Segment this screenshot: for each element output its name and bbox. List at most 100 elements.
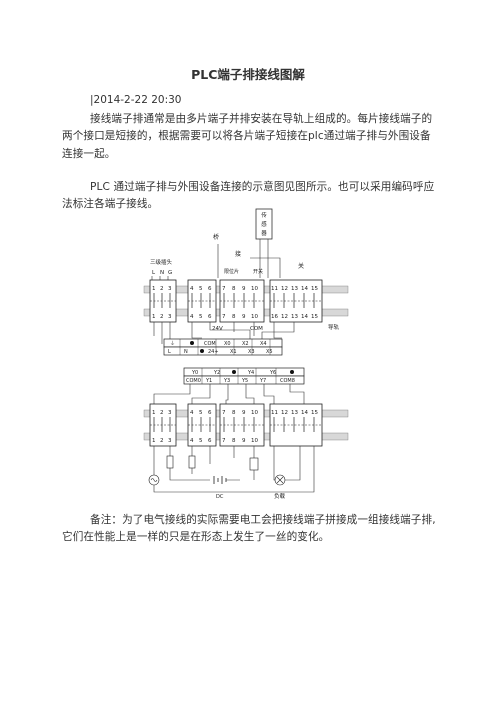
svg-text:9: 9 [242, 410, 246, 416]
svg-text:14: 14 [301, 410, 308, 416]
label-24v: 24V [212, 326, 223, 332]
label-switch: 开关 [253, 268, 263, 275]
svg-text:3: 3 [168, 438, 172, 444]
svg-text:9: 9 [242, 314, 246, 320]
post-timestamp: |2014-2-22 20:30 [90, 94, 182, 106]
svg-text:1: 1 [152, 286, 156, 292]
plc-ground-icon: ⏚ [170, 340, 175, 347]
svg-text:Y4: Y4 [247, 370, 254, 376]
svg-text:8: 8 [232, 410, 236, 416]
paragraph-note: 备注：为了电气接线的实际需要电工会把接线端子拼接成一组接线端子排,它们在性能上是… [62, 514, 436, 544]
label-l: L [152, 270, 156, 276]
paragraph-intro: 接线端子排通常是由多片端子并排安装在导轨上组成的。每片接线端子的两个接口是短接的… [62, 113, 433, 160]
svg-text:6: 6 [208, 438, 212, 444]
resistor-icon [166, 455, 174, 469]
svg-text:10: 10 [251, 438, 258, 444]
svg-text:7: 7 [222, 286, 226, 292]
svg-text:L: L [168, 349, 171, 355]
svg-text:10: 10 [251, 410, 258, 416]
svg-text:13: 13 [291, 286, 298, 292]
svg-text:1: 1 [152, 314, 156, 320]
svg-text:Y1: Y1 [205, 378, 212, 384]
svg-text:15: 15 [311, 410, 318, 416]
svg-text:3: 3 [168, 410, 172, 416]
sensor-label-2: 感 [261, 220, 267, 228]
svg-text:10: 10 [251, 314, 258, 320]
svg-text:1: 1 [152, 410, 156, 416]
svg-text:2: 2 [160, 438, 164, 444]
plc-input-terminals: ⏚ COM X0 X2 X4 L N 24+ X1 X3 X5 [163, 338, 283, 356]
svg-text:4: 4 [190, 438, 194, 444]
svg-text:15: 15 [311, 286, 318, 292]
svg-text:N: N [184, 349, 188, 355]
page-title: PLC端子排接线图解 [191, 67, 305, 82]
label-g: G [168, 270, 172, 276]
svg-text:Y5: Y5 [241, 378, 248, 384]
label-qiao: 桥 [213, 233, 219, 241]
svg-text:13: 13 [291, 314, 298, 320]
battery-icon [213, 476, 227, 484]
sensor-label-1: 传 [261, 211, 267, 219]
svg-text:Y3: Y3 [223, 378, 230, 384]
label-load: 负载 [274, 492, 286, 500]
svg-text:2: 2 [160, 314, 164, 320]
svg-text:Y6: Y6 [269, 370, 276, 376]
label-dc: DC [216, 494, 224, 500]
relay-icon [249, 457, 259, 471]
svg-text:4: 4 [190, 410, 194, 416]
svg-text:14: 14 [301, 286, 308, 292]
svg-text:9: 9 [242, 286, 246, 292]
svg-text:X0: X0 [224, 341, 231, 347]
svg-text:4: 4 [190, 314, 194, 320]
svg-text:7: 7 [222, 410, 226, 416]
svg-text:15: 15 [311, 314, 318, 320]
svg-text:6: 6 [208, 286, 212, 292]
svg-text:3: 3 [168, 286, 172, 292]
svg-text:1: 1 [152, 438, 156, 444]
svg-text:Y0: Y0 [191, 370, 198, 376]
svg-text:COM0: COM0 [186, 378, 201, 384]
svg-text:COM: COM [204, 341, 216, 347]
sensor-label-3: 器 [261, 230, 267, 237]
label-plug: 三级插头 [150, 258, 173, 266]
svg-text:10: 10 [251, 286, 258, 292]
load-circuit: DC 负载 [148, 446, 315, 500]
svg-text:4: 4 [190, 286, 194, 292]
svg-text:11: 11 [271, 286, 278, 292]
svg-text:X3: X3 [248, 349, 255, 355]
svg-text:11: 11 [271, 410, 278, 416]
label-com-top: COM [250, 326, 263, 332]
svg-text:5: 5 [199, 410, 203, 416]
svg-text:6: 6 [208, 410, 212, 416]
svg-text:14: 14 [301, 314, 308, 320]
svg-text:COM8: COM8 [280, 378, 295, 384]
svg-text:2: 2 [160, 410, 164, 416]
svg-text:5: 5 [199, 314, 203, 320]
svg-text:X5: X5 [266, 349, 273, 355]
svg-text:X4: X4 [260, 341, 267, 347]
label-n: N [160, 270, 164, 276]
resistor-icon [188, 455, 196, 469]
label-rail: 导轨 [328, 323, 340, 331]
sensor-box [255, 208, 273, 240]
svg-text:X1: X1 [230, 349, 237, 355]
paragraph-figure-ref: PLC 通过端子排与外围设备连接的示意图见图所示。也可以采用编码呼应法标注各端子… [62, 181, 435, 211]
label-kai: 关 [298, 262, 304, 270]
label-jie: 接 [235, 250, 241, 258]
svg-text:16: 16 [271, 314, 278, 320]
svg-text:5: 5 [199, 286, 203, 292]
svg-text:8: 8 [232, 438, 236, 444]
svg-text:12: 12 [281, 314, 288, 320]
svg-text:2: 2 [160, 286, 164, 292]
svg-text:5: 5 [199, 438, 203, 444]
svg-text:12: 12 [281, 286, 288, 292]
svg-text:X2: X2 [242, 341, 249, 347]
svg-text:13: 13 [291, 410, 298, 416]
svg-text:8: 8 [232, 286, 236, 292]
svg-text:6: 6 [208, 314, 212, 320]
svg-text:Y2: Y2 [213, 370, 220, 376]
svg-text:7: 7 [222, 438, 226, 444]
